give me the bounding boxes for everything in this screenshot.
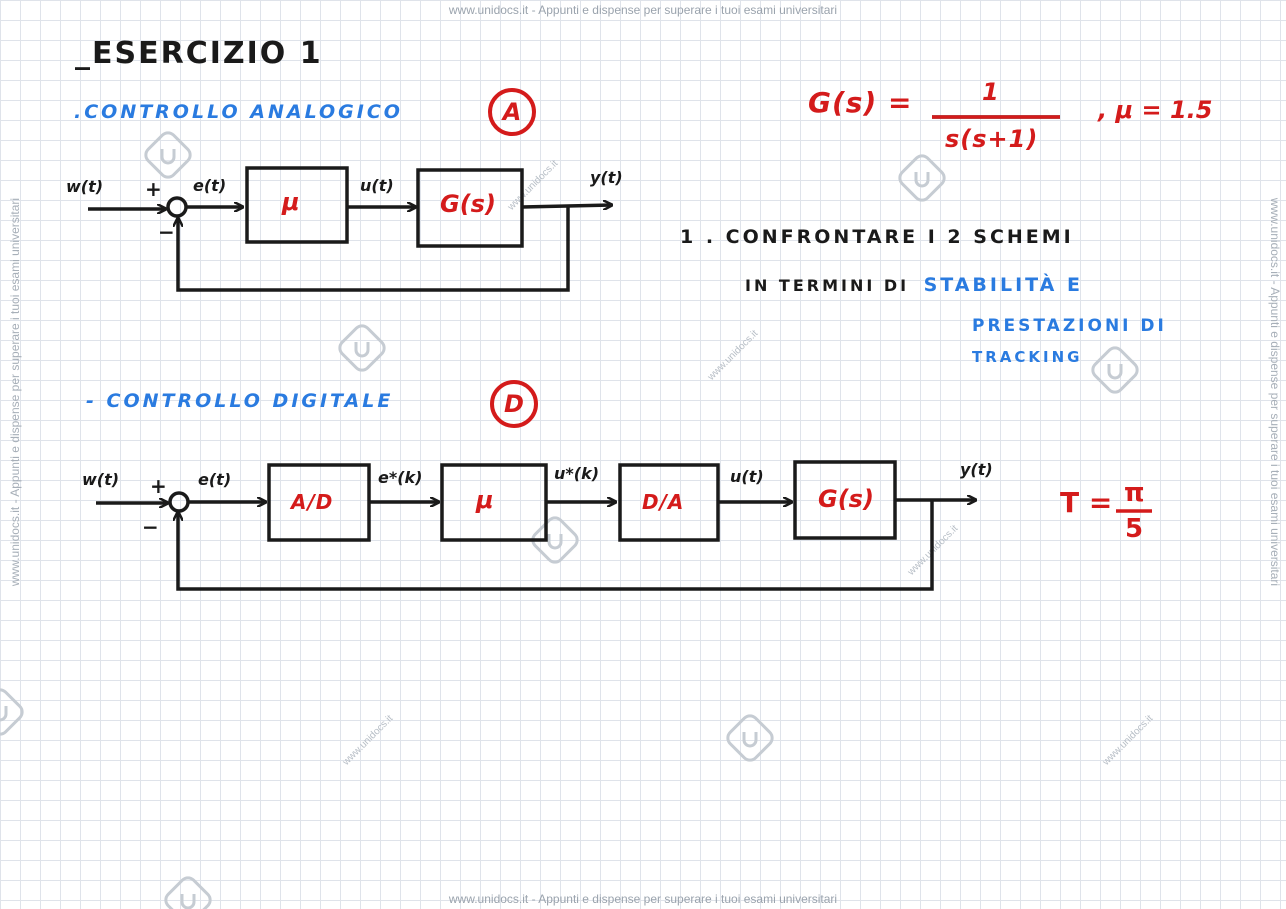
digital-controller-label: μ	[476, 486, 494, 514]
unidocs-logo-icon	[898, 154, 946, 202]
digital-output-label: y(t)	[960, 460, 993, 479]
unidocs-logo-icon	[726, 714, 774, 762]
digital-plus-sign: +	[150, 474, 167, 498]
controller-block-outline	[440, 463, 548, 542]
analog-error-label: e(t)	[193, 176, 227, 195]
formula-lhs: G(s) =	[808, 86, 913, 119]
task-line1: 1 . CONFRONTARE I 2 SCHEMI	[680, 226, 1074, 248]
analog-plus-sign: +	[145, 177, 162, 201]
unidocs-logo-icon	[531, 516, 579, 564]
digital-control-label: u(t)	[730, 467, 764, 486]
unidocs-logo-icon	[0, 688, 24, 736]
plant-block-outline	[416, 168, 524, 248]
formula-param: , μ = 1.5	[1098, 96, 1213, 124]
summing-junction-icon	[168, 491, 190, 513]
digital-sampled-control-label: u*(k)	[554, 464, 600, 483]
exercise-title: _ESERCIZIO 1	[75, 36, 323, 71]
formula-denominator: s(s+1)	[945, 125, 1039, 153]
digital-heading: - CONTROLLO DIGITALE	[86, 390, 394, 412]
feedback-path	[178, 500, 934, 591]
analog-input-label: w(t)	[66, 177, 104, 196]
analog-minus-sign: −	[158, 220, 175, 244]
analog-badge: A	[488, 88, 536, 136]
digital-plant-label: G(s)	[818, 485, 874, 513]
analog-diagram	[88, 166, 612, 292]
task-line2-prefix: IN TERMINI DI	[745, 276, 910, 295]
digital-badge: D	[490, 380, 538, 428]
formula-numerator: 1	[982, 78, 1001, 106]
unidocs-logo-icon	[144, 131, 192, 179]
analog-controller-label: μ	[282, 188, 300, 216]
analog-heading: .CONTROLLO ANALOGICO	[74, 101, 403, 123]
analog-control-label: u(t)	[360, 176, 394, 195]
feedback-path	[178, 207, 570, 292]
summing-junction-icon	[166, 196, 188, 218]
period-denominator: 5	[1125, 514, 1144, 544]
adc-label: A/D	[291, 490, 334, 514]
analog-output-label: y(t)	[590, 168, 623, 187]
digital-error-label: e(t)	[198, 470, 232, 489]
arrow-head-icon	[521, 205, 612, 207]
watermark-bottom: www.unidocs.it - Appunti e dispense per …	[448, 892, 838, 906]
digital-diagram	[96, 460, 976, 591]
dac-label: D/A	[642, 490, 685, 514]
analog-plant-label: G(s)	[440, 190, 496, 218]
controller-block-outline	[245, 166, 349, 244]
task-line2-highlight: STABILITÀ E	[923, 274, 1083, 296]
digital-sampled-error-label: e*(k)	[378, 468, 423, 487]
watermark-top: www.unidocs.it - Appunti e dispense per …	[448, 3, 838, 17]
digital-minus-sign: −	[142, 515, 159, 539]
unidocs-logo-icon	[164, 876, 212, 909]
task-line3: PRESTAZIONI DI	[972, 316, 1167, 336]
period-numerator: π	[1124, 478, 1145, 508]
digital-input-label: w(t)	[82, 470, 120, 489]
period-lhs: T =	[1060, 486, 1113, 519]
task-line4: TRACKING	[972, 348, 1083, 366]
unidocs-logo-icon	[1091, 346, 1139, 394]
unidocs-logo-icon	[338, 324, 386, 372]
task-line2: IN TERMINI DI STABILITÀ E	[745, 274, 1083, 296]
